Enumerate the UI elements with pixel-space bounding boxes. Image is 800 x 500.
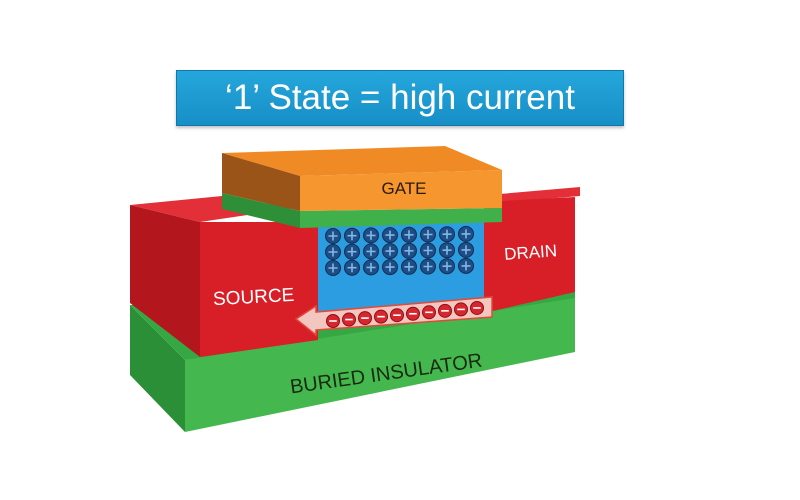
hole-particle xyxy=(401,258,417,275)
hole-particle xyxy=(420,242,436,259)
drain-front-face xyxy=(484,197,575,313)
electrons-group xyxy=(326,300,484,328)
hole-particle xyxy=(363,243,379,260)
electron-particle xyxy=(342,312,356,327)
hole-particle xyxy=(363,227,379,244)
electron-particle xyxy=(326,314,340,328)
hole-particle xyxy=(420,258,436,275)
gate-oxide-front xyxy=(300,208,502,228)
electron-particle xyxy=(470,300,484,315)
hole-particle xyxy=(382,259,398,276)
hole-particle xyxy=(458,225,474,242)
hole-particle xyxy=(363,259,379,276)
gate-front-face xyxy=(300,170,502,211)
electron-particle xyxy=(406,306,420,321)
electron-particle xyxy=(374,309,388,324)
hole-particle xyxy=(325,244,341,260)
hole-particle xyxy=(458,241,474,258)
source-left-face xyxy=(130,205,200,357)
gate-oxide-left xyxy=(222,193,300,228)
source-label: SOURCE xyxy=(213,285,295,310)
hole-particle xyxy=(439,226,455,243)
hole-particle xyxy=(325,228,341,244)
electron-particle xyxy=(454,302,468,317)
hole-particle xyxy=(439,258,455,275)
hole-particle xyxy=(439,242,455,259)
electron-particle xyxy=(422,305,436,320)
gate-label: GATE xyxy=(381,179,426,198)
buried-insulator-front-face xyxy=(185,298,575,432)
hole-particle xyxy=(420,226,436,243)
buried-insulator-left-face xyxy=(130,305,185,432)
drain-top-face xyxy=(485,187,580,204)
title-banner: ‘1’ State = high current xyxy=(176,70,624,126)
hole-particle xyxy=(344,227,360,244)
drain-label: DRAIN xyxy=(504,241,558,264)
hole-particle xyxy=(382,227,398,244)
hole-particle xyxy=(401,242,417,259)
hole-particle xyxy=(401,226,417,243)
holes-group xyxy=(325,225,474,276)
hole-particle xyxy=(344,259,360,276)
hole-particle xyxy=(344,243,360,260)
electron-particle xyxy=(438,303,452,318)
title-text: ‘1’ State = high current xyxy=(225,78,575,117)
electron-particle xyxy=(390,308,404,323)
hole-particle xyxy=(325,260,341,276)
electron-particle xyxy=(358,311,372,326)
gate-left-face xyxy=(222,153,300,211)
gate-top-face xyxy=(222,146,502,176)
hole-particle xyxy=(382,243,398,260)
source-front-face xyxy=(200,222,318,357)
hole-particle xyxy=(458,257,474,274)
